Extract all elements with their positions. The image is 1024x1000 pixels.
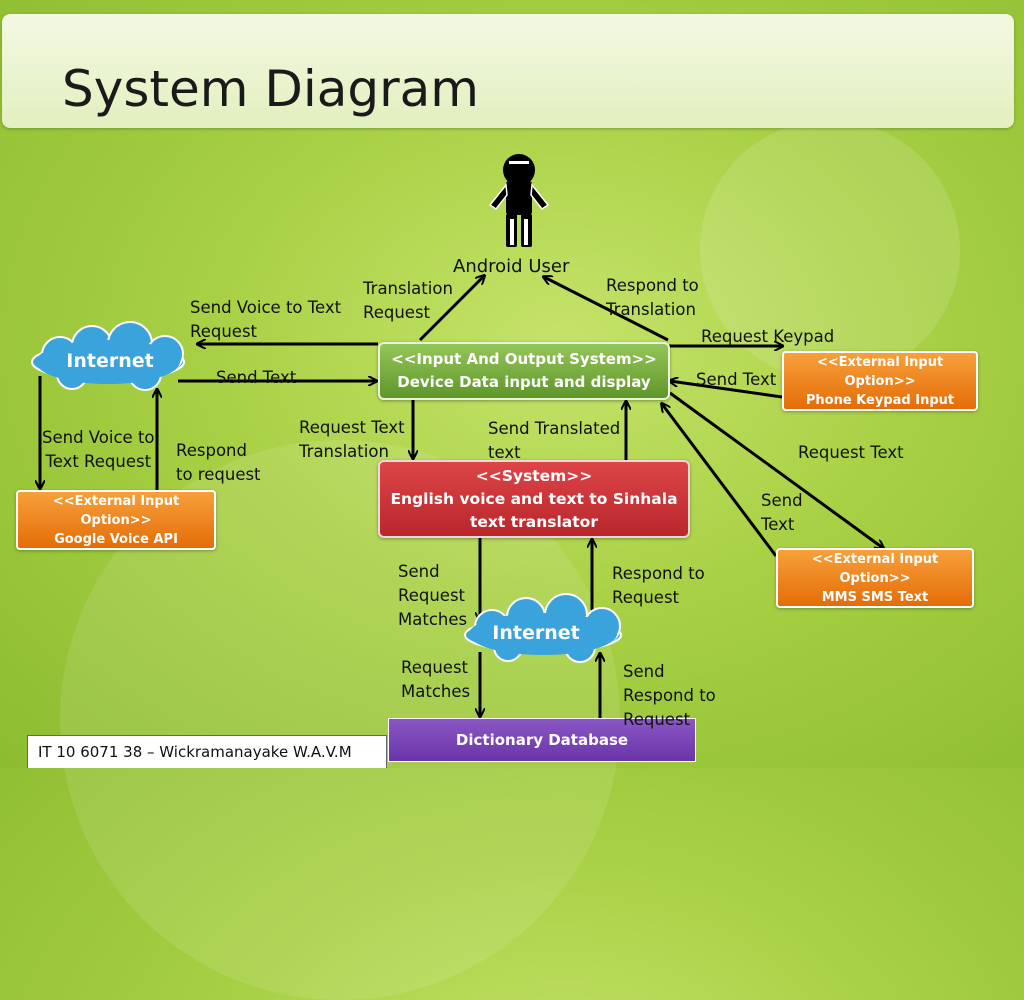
page-title: System Diagram: [62, 60, 480, 118]
arrow-send-text-right: [670, 381, 783, 399]
edge-label-request-keypad: Request Keypad: [701, 327, 835, 346]
edge-label-request-text: Request Text: [798, 443, 904, 462]
translator-stereotype: <<System>>: [475, 466, 593, 485]
external-google-voice-box: <<External Input Option>> Google Voice A…: [16, 490, 216, 550]
actor-label: Android User: [453, 256, 570, 277]
google-name: Google Voice API: [54, 531, 178, 547]
background-decoration: [700, 120, 960, 380]
edge-label-send-text-left: Send Text: [216, 368, 297, 387]
dictionary-database-box: Dictionary Database: [388, 718, 696, 762]
translator-name-line2: text translator: [470, 512, 598, 531]
io-system-stereotype: <<Input And Output System>>: [391, 350, 657, 368]
slide-footer: IT 10 6071 38 – Wickramanayake W.A.V.M: [27, 735, 387, 768]
keypad-name: Phone Keypad Input: [805, 392, 955, 408]
user-figure-icon: [488, 154, 550, 247]
keypad-stereotype-2: Option>>: [844, 373, 916, 389]
internet-cloud-top-label: Internet: [66, 350, 154, 372]
sms-stereotype-2: Option>>: [839, 570, 911, 586]
keypad-stereotype: <<External Input: [816, 354, 944, 370]
title-bar: [2, 14, 1014, 128]
external-sms-box: <<External Input Option>> MMS SMS Text: [776, 548, 974, 608]
io-system-box: <<Input And Output System>> Device Data …: [378, 342, 670, 400]
google-stereotype: <<External Input: [52, 493, 180, 509]
arrow-translation-request: [418, 276, 484, 342]
arrow-respond-translation: [544, 277, 669, 342]
sms-stereotype: <<External Input: [811, 551, 939, 567]
io-system-name: Device Data input and display: [397, 373, 651, 391]
arrow-send-text-sms: [662, 404, 778, 557]
external-keypad-box: <<External Input Option>> Phone Keypad I…: [782, 351, 978, 411]
translator-name-line1: English voice and text to Sinhala: [390, 489, 678, 508]
internet-cloud-bottom-label: Internet: [492, 622, 580, 644]
edge-label-send-text-right: Send Text: [696, 370, 777, 389]
diagram-connectors: [31, 154, 1024, 718]
translator-system-box: <<System>> English voice and text to Sin…: [378, 460, 690, 538]
arrow-request-text: [669, 391, 883, 548]
google-stereotype-2: Option>>: [80, 512, 152, 528]
sms-name: MMS SMS Text: [821, 589, 929, 605]
